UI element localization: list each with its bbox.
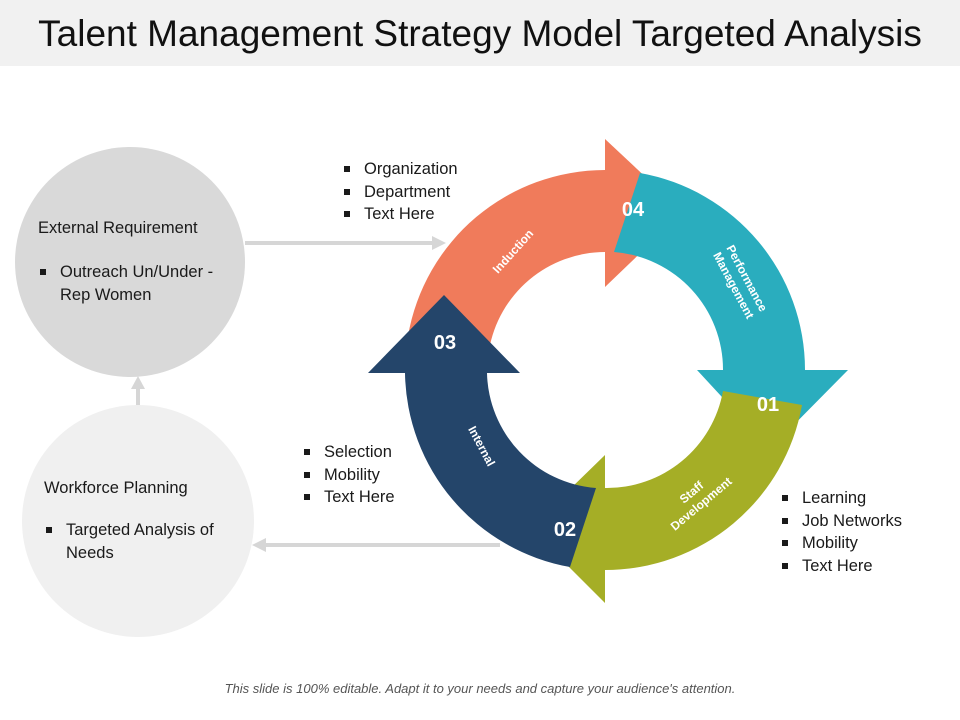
- workforce-planning-circle: [22, 405, 254, 637]
- left-bullet-list: Selection Mobility Text Here: [302, 441, 395, 509]
- list-item: Mobility: [780, 532, 902, 555]
- segment-induction-arrow: [408, 139, 683, 350]
- list-item: Organization: [342, 158, 458, 181]
- segment-number-04: 04: [622, 199, 645, 221]
- list-item: Department: [342, 181, 458, 204]
- list-item: Targeted Analysis of Needs: [44, 519, 224, 564]
- connector-cycle-to-workforce: [252, 538, 500, 552]
- title-bar: [0, 0, 960, 66]
- segment-number-01: 01: [757, 394, 779, 416]
- external-requirement-circle: [15, 147, 245, 377]
- segment-performance-management-arrow: [614, 173, 848, 449]
- segment-internal-arrow: [368, 295, 596, 567]
- list-item: Learning: [780, 487, 902, 510]
- footer-note: This slide is 100% editable. Adapt it to…: [224, 681, 736, 696]
- list-item: Text Here: [780, 555, 902, 578]
- workforce-planning-heading: Workforce Planning: [44, 479, 188, 497]
- list-item: Text Here: [342, 203, 458, 226]
- list-item: Text Here: [302, 486, 395, 509]
- list-item: Mobility: [302, 464, 395, 487]
- segment-staff-development-arrow: [530, 391, 802, 603]
- segment-number-03: 03: [434, 332, 456, 354]
- external-requirement-list: Outreach Un/Under - Rep Women: [38, 261, 238, 306]
- segment-number-02: 02: [554, 519, 576, 541]
- external-requirement-heading: External Requirement: [38, 219, 198, 237]
- list-item: Selection: [302, 441, 395, 464]
- connector-external-to-cycle: [245, 236, 446, 250]
- page-title: Talent Management Strategy Model Targete…: [38, 13, 922, 54]
- list-item: Job Networks: [780, 510, 902, 533]
- list-item: Outreach Un/Under - Rep Women: [38, 261, 238, 306]
- right-bullet-list: Learning Job Networks Mobility Text Here: [780, 487, 902, 577]
- workforce-planning-list: Targeted Analysis of Needs: [44, 519, 224, 564]
- top-bullet-list: Organization Department Text Here: [342, 158, 458, 226]
- connector-workforce-to-external: [131, 376, 145, 405]
